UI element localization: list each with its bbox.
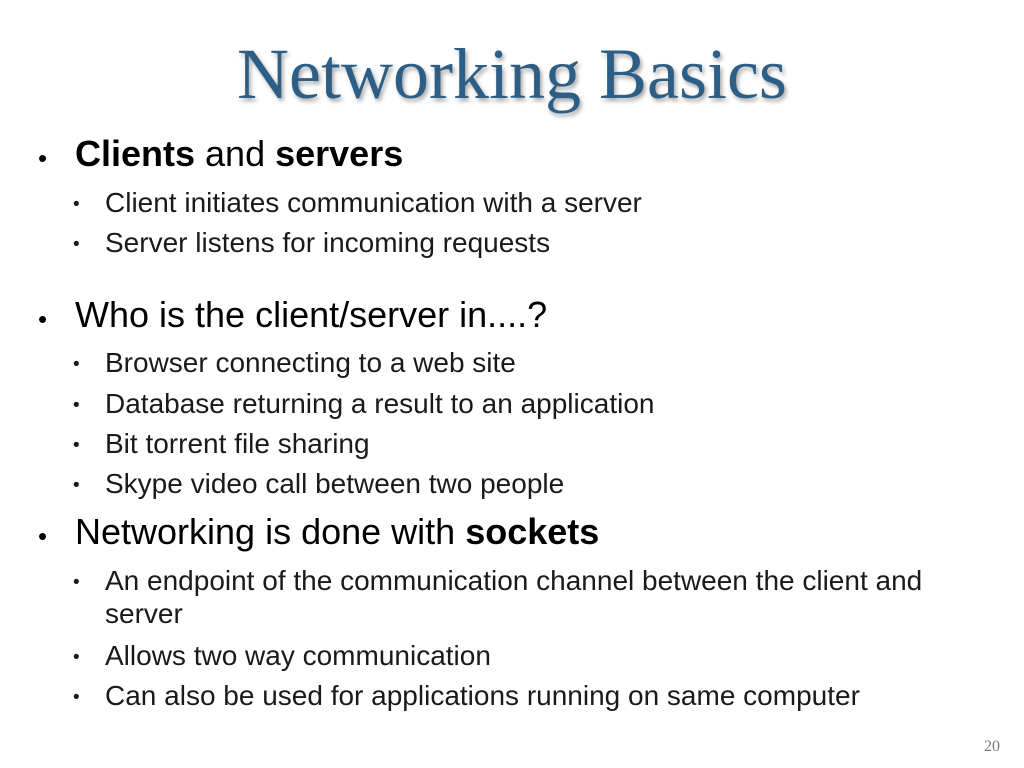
sub-bullet-marker: • xyxy=(73,194,80,215)
bold-term-clients: Clients xyxy=(75,133,196,174)
sub-bullet-marker: • xyxy=(73,234,80,255)
sub-bullet-text: An endpoint of the communication channel… xyxy=(105,565,923,629)
bullet-text: Clients and servers xyxy=(75,134,403,174)
bullet-marker: • xyxy=(38,521,48,551)
bullet-text: Who is the client/server in....? xyxy=(75,294,548,335)
sub-bullet-text: Skype video call between two people xyxy=(105,468,565,499)
sub-bullet-marker: • xyxy=(73,435,80,456)
slide-title: Networking Basics xyxy=(237,34,787,114)
sub-bullet-text: Client initiates communication with a se… xyxy=(105,187,642,218)
sockets-lead-text: Networking is done with xyxy=(75,511,466,552)
sub-bullet-marker: • xyxy=(73,354,80,375)
sub-bullet-marker: • xyxy=(73,647,80,668)
sub-bullet-text: Can also be used for applications runnin… xyxy=(105,680,860,711)
sub-bullet-text: Server listens for incoming requests xyxy=(105,227,551,258)
sub-bullet-marker: • xyxy=(73,475,80,496)
sub-bullet-text: Allows two way communication xyxy=(105,640,491,671)
bullet-marker: • xyxy=(38,143,48,173)
page-number: 20 xyxy=(984,738,1000,755)
connector-text: and xyxy=(195,133,276,174)
sub-bullet-marker: • xyxy=(73,572,80,593)
sub-bullet-marker: • xyxy=(73,395,80,416)
bold-term-sockets: sockets xyxy=(465,511,600,552)
sub-bullet-marker: • xyxy=(73,687,80,708)
sub-bullet-text: Browser connecting to a web site xyxy=(105,347,516,378)
bullet-marker: • xyxy=(38,304,48,334)
sub-bullet-text: Bit torrent file sharing xyxy=(105,428,370,459)
bold-term-servers: servers xyxy=(275,133,404,174)
bullet-text: Networking is done with sockets xyxy=(75,512,599,552)
sub-bullet-text: Database returning a result to an applic… xyxy=(105,388,655,419)
